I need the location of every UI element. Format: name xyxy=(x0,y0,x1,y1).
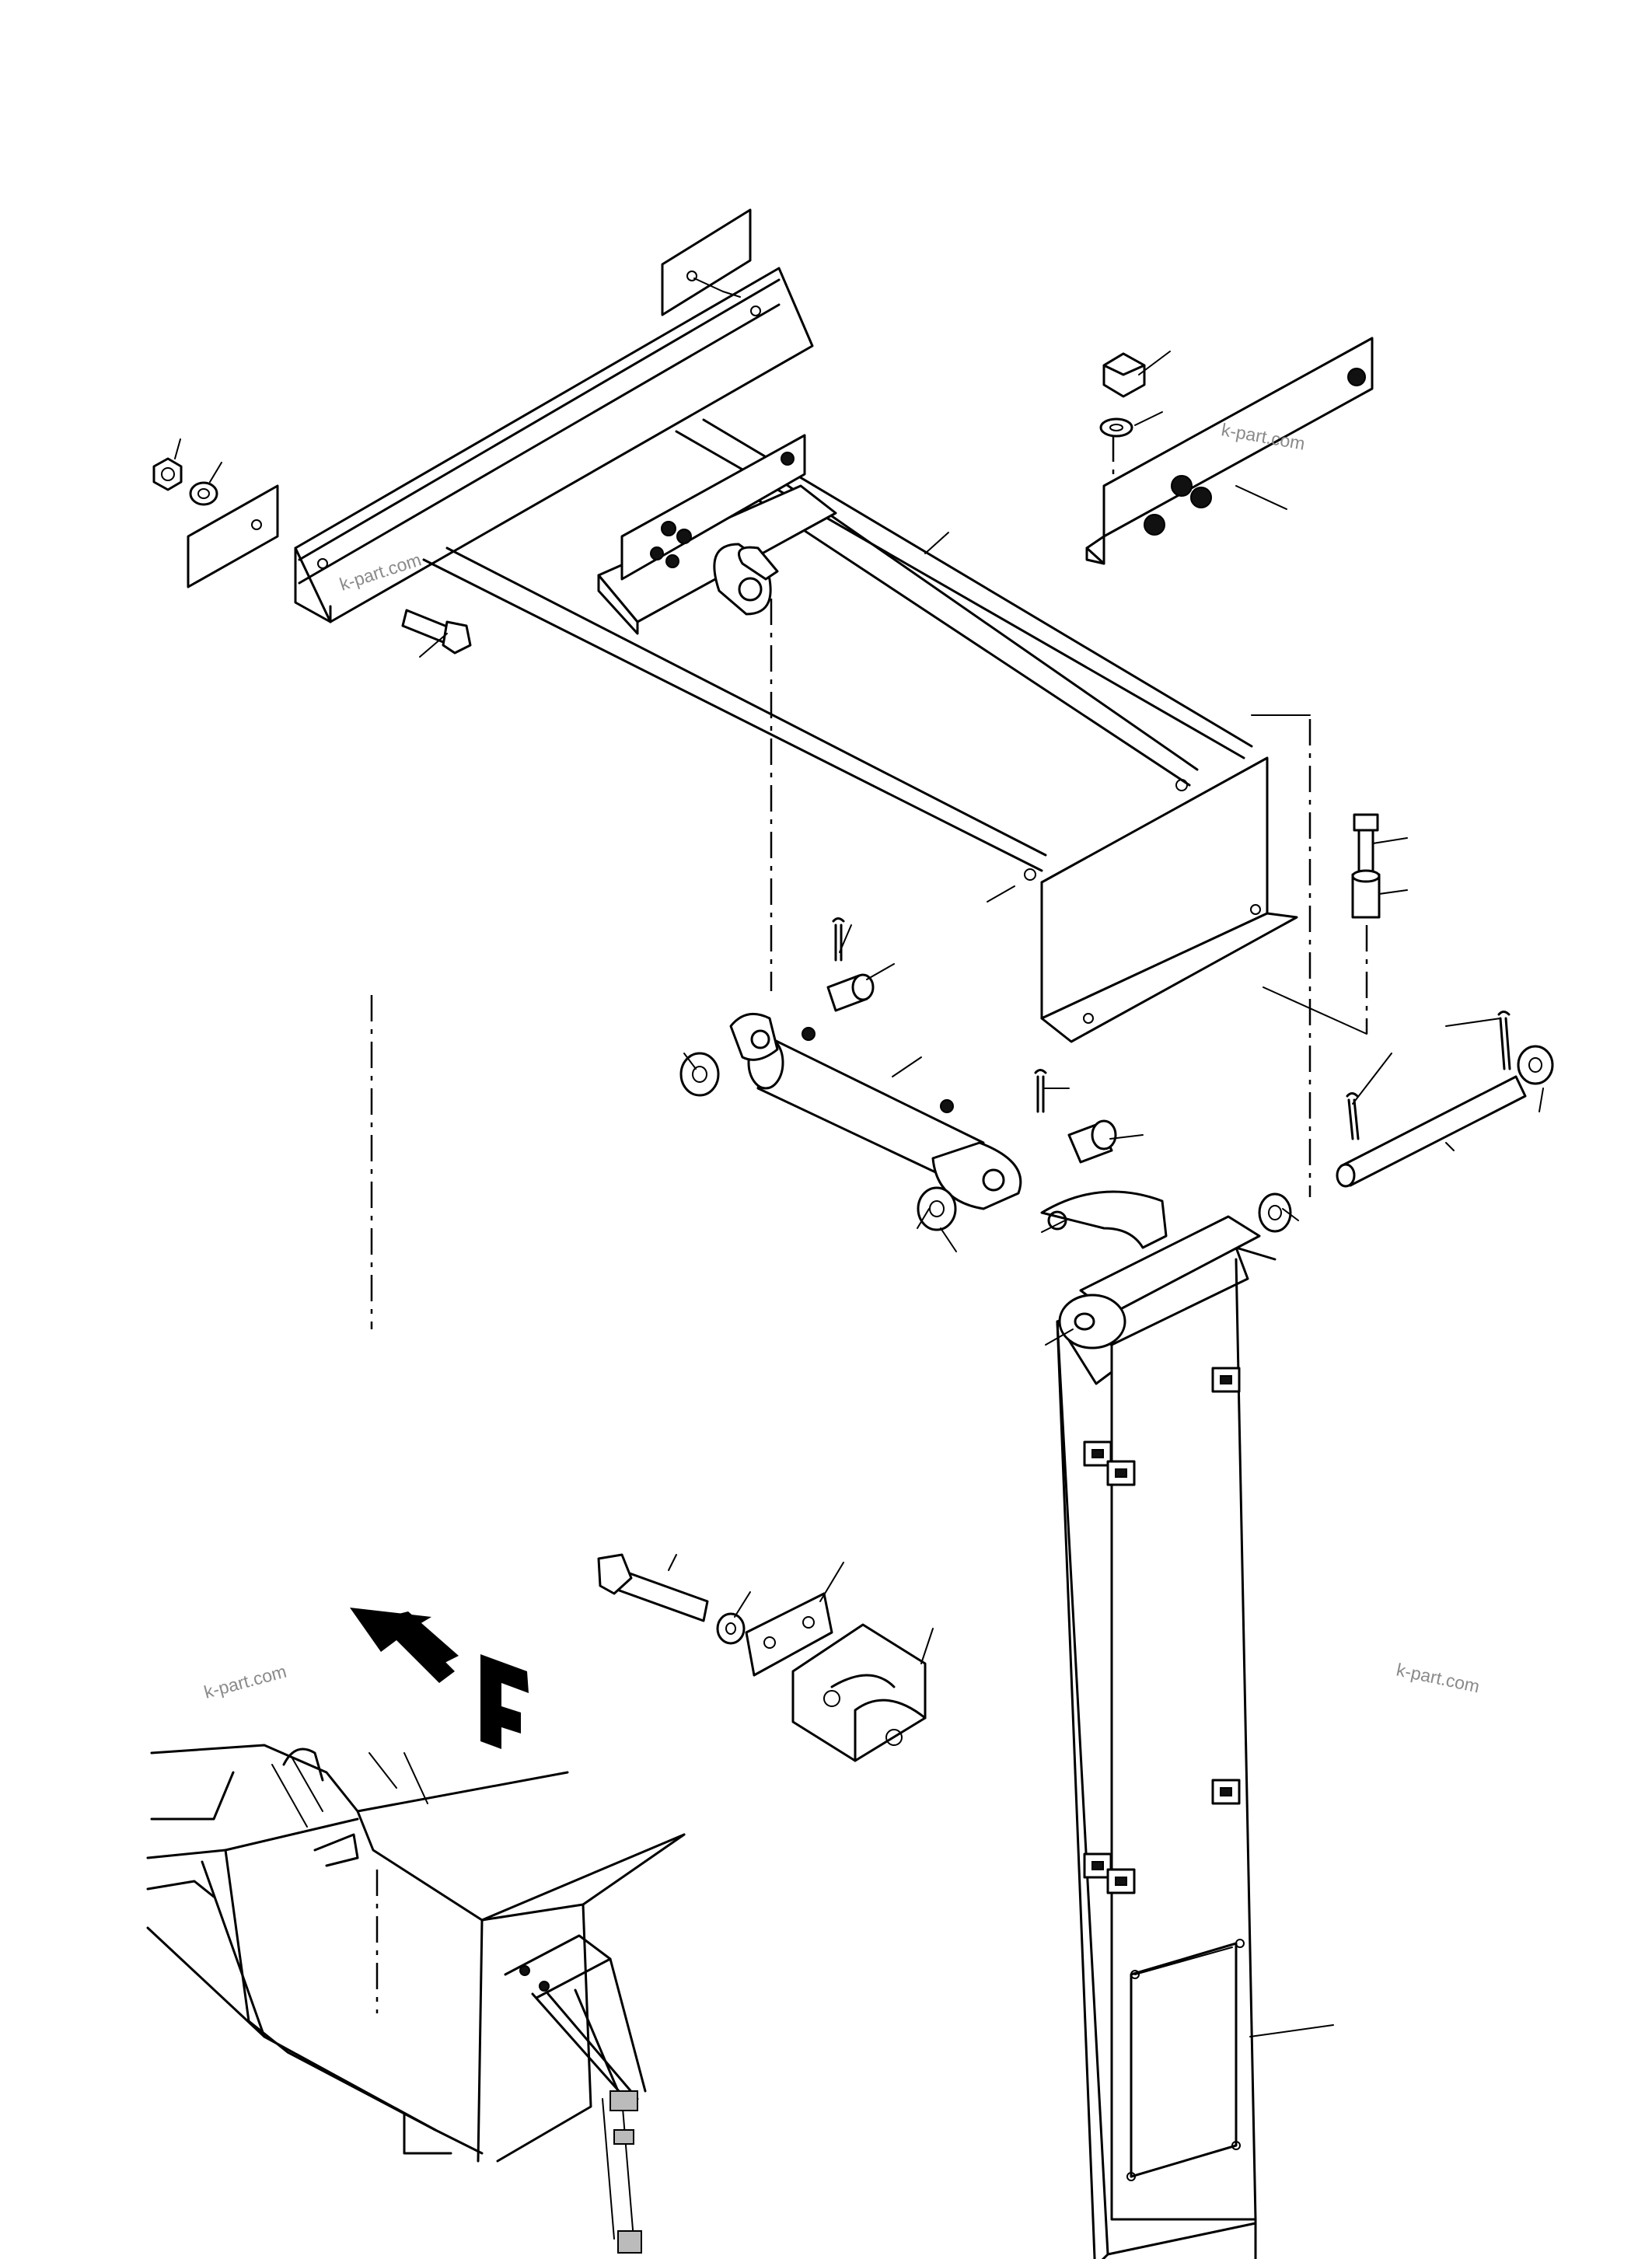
pad-plate-left xyxy=(187,484,279,588)
assembly-guide-lines xyxy=(370,435,1368,1329)
washer-icon xyxy=(716,1612,746,1645)
watermark: k-part.com xyxy=(1395,1659,1482,1696)
fitting-icon xyxy=(650,452,795,568)
mounting-frame xyxy=(294,267,1298,1043)
cotter-pin-icon xyxy=(1346,1092,1360,1140)
clamp-icon xyxy=(1211,1779,1241,1805)
washer-icon xyxy=(1099,417,1133,438)
direction-letter: F xyxy=(480,1654,529,1749)
washer-icon xyxy=(1517,1045,1554,1085)
pivot-pin xyxy=(1336,1075,1527,1188)
watermark: k-part.com xyxy=(202,1661,289,1702)
bolt-icon xyxy=(401,609,472,655)
valve-bracket xyxy=(1085,337,1374,565)
clevis-pin-icon xyxy=(826,973,875,1012)
clamp-bolt xyxy=(597,1553,709,1622)
hydraulic-cylinder xyxy=(729,1012,1022,1210)
clamp-icon xyxy=(1106,1868,1136,1894)
clamp-icon xyxy=(1083,1440,1112,1467)
hex-nut-icon xyxy=(152,457,183,491)
spacer-icon xyxy=(1351,869,1381,919)
cotter-pin-icon xyxy=(832,917,845,962)
leader-lines xyxy=(174,291,1544,2037)
fitting-icon xyxy=(1144,368,1366,536)
clamp-icon xyxy=(1083,1852,1112,1879)
pad-plate-upper xyxy=(661,208,752,316)
lock-nut-icon xyxy=(1102,352,1146,398)
direction-arrow-icon xyxy=(350,1608,459,1683)
clamp-plate xyxy=(745,1592,833,1677)
washer-icon xyxy=(1258,1192,1292,1233)
cotter-pin-icon xyxy=(1497,1011,1511,1070)
washer-icon xyxy=(679,1052,720,1097)
hanging-arm xyxy=(1040,1190,1277,2259)
clamp-icon xyxy=(1211,1367,1241,1393)
washer-icon xyxy=(189,481,218,506)
watermarks: k-part.com k-part.com k-part.com k-part.… xyxy=(202,419,1482,1702)
machine-rear-view xyxy=(146,1744,686,2254)
clamp-block-icon xyxy=(791,1623,927,1762)
clevis-pin-icon xyxy=(1067,1119,1117,1164)
cotter-pin-icon xyxy=(1034,1069,1047,1113)
bolt-icon xyxy=(1353,813,1379,877)
washer-icon xyxy=(917,1186,957,1231)
clamp-icon xyxy=(1106,1460,1136,1486)
